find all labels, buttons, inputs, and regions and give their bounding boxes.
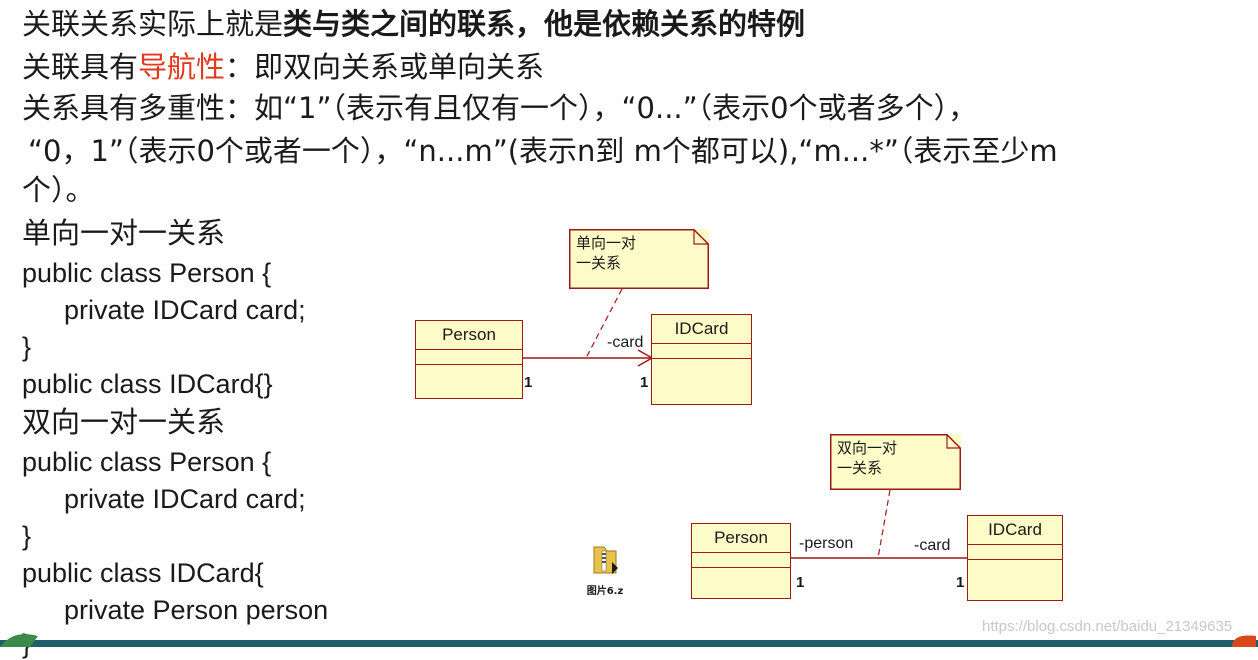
role-label: -person [799, 535, 854, 552]
slide-bottom-bar [0, 640, 1258, 647]
embedded-file[interactable]: 图片6.z [582, 544, 628, 597]
uml-class-idcard-2: IDCard [967, 515, 1063, 601]
folder-zip-icon [593, 546, 618, 574]
attribute-compartment [652, 344, 751, 359]
class-name: IDCard [968, 516, 1062, 545]
corner-logo-icon [1232, 635, 1256, 647]
attribute-compartment [692, 553, 790, 568]
multiplicity-label: 1 [524, 374, 533, 391]
bidirectional-heading: 双向一对一关系 [22, 405, 226, 439]
class-name: Person [692, 524, 790, 553]
note-shape [830, 434, 961, 490]
uml-class-person-1: Person [415, 320, 523, 399]
code-line: public class Person { [22, 258, 272, 288]
watermark: https://blog.csdn.net/baidu_21349635 [982, 618, 1233, 635]
uml-class-idcard-1: IDCard [651, 314, 752, 405]
note-anchor-1 [584, 288, 623, 361]
code-line: private IDCard card; [64, 484, 306, 514]
intro-line-2: 关联具有导航性：即双向关系或单向关系 [22, 49, 544, 85]
intro-bold-text: 类与类之间的联系，他是依赖关系的特例 [283, 7, 806, 41]
class-name: Person [416, 321, 522, 350]
multiplicity-line-3: 个）。 [22, 173, 95, 207]
unidirectional-heading: 单向一对一关系 [22, 216, 226, 250]
intro-text: 关联关系实际上就是 [22, 7, 284, 41]
code-line: } [22, 521, 32, 551]
note-text: 双向一对 一关系 [837, 439, 898, 477]
nav-text-a: 关联具有 [22, 50, 139, 84]
code-line: } [22, 332, 32, 362]
attribute-compartment [416, 350, 522, 365]
uml-class-person-2: Person [691, 523, 791, 599]
intro-line-1: 关联关系实际上就是类与类之间的联系，他是依赖关系的特例 [22, 6, 805, 42]
nav-text-c: ：即双向关系或单向关系 [225, 50, 545, 84]
code-line: public class Person { [22, 447, 272, 477]
role-label: -card [914, 537, 951, 554]
multiplicity-label: 1 [640, 374, 649, 391]
role-label: -card [607, 334, 644, 351]
uml-note-2: 双向一对 一关系 [830, 434, 961, 490]
attribute-compartment [968, 545, 1062, 560]
uml-note-1: 单向一对 一关系 [569, 229, 709, 289]
note-anchor-2 [877, 489, 891, 559]
note-text: 单向一对 一关系 [576, 234, 637, 272]
code-line: public class IDCard{} [22, 369, 273, 399]
code-line: public class IDCard{ [22, 558, 264, 588]
code-line: private Person person [64, 595, 329, 625]
code-line: private IDCard card; [64, 295, 306, 325]
multiplicity-line-2: “0，1”（表示0个或者一个），“n...m”(表示n到 m个都可以),“m..… [28, 134, 1058, 168]
multiplicity-label: 1 [956, 574, 965, 591]
note-shape [569, 229, 709, 289]
multiplicity-line-1: 关系具有多重性：如“1”（表示有且仅有一个），“0...”（表示0个或者多个）， [22, 91, 978, 125]
navigability-highlight: 导航性 [138, 50, 226, 84]
class-name: IDCard [652, 315, 751, 344]
multiplicity-label: 1 [796, 574, 805, 591]
corner-leaf-icon [0, 634, 38, 647]
file-caption: 图片6.z [586, 586, 624, 597]
